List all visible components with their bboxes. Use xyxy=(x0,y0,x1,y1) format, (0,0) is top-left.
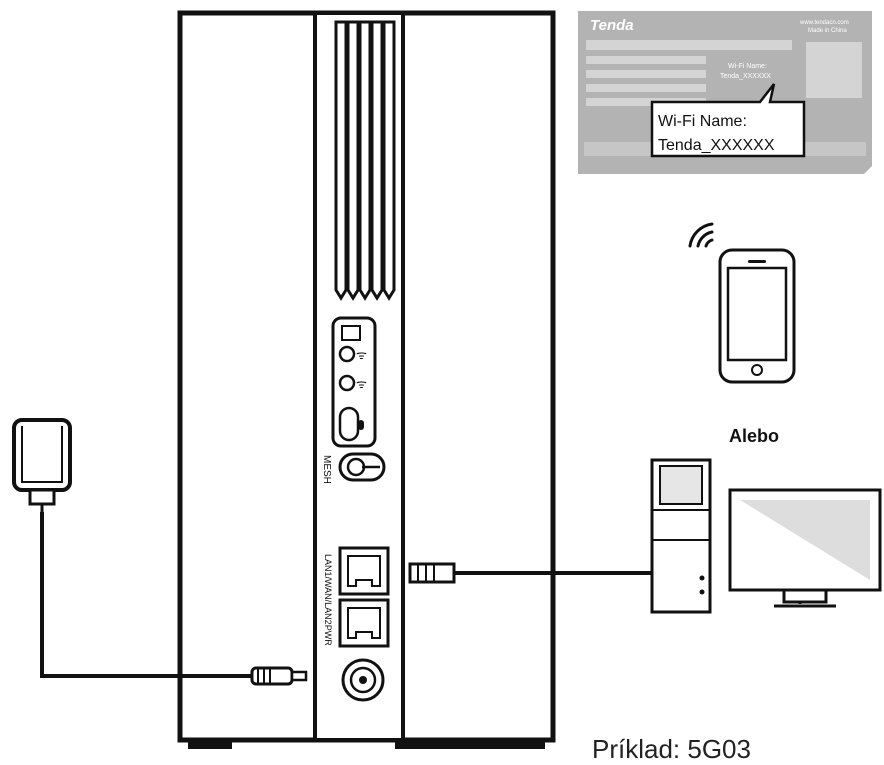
product-label: Tenda www.tendacn.com Made in China Wi-F… xyxy=(578,11,872,174)
label-header-right-1: www.tendacn.com xyxy=(799,20,849,26)
router: ᯤ ᯤ MESH LAN1/WAN/LAN2PWR xyxy=(177,10,556,749)
wifi-button[interactable] xyxy=(338,345,356,363)
monitor xyxy=(728,488,882,608)
router-vents xyxy=(334,20,396,301)
power-plug xyxy=(250,666,308,686)
label-stripe-3 xyxy=(586,70,706,78)
reset-slot xyxy=(338,406,360,442)
callout-wifi-label: Wi-Fi Name: xyxy=(658,113,747,130)
caption: Príklad: 5G03 xyxy=(592,734,751,764)
lan1-wan-port[interactable] xyxy=(338,546,390,596)
smartphone xyxy=(718,248,796,384)
label-header-right-2: Made in China xyxy=(808,28,847,34)
label-stripe-5 xyxy=(586,98,706,106)
label-qr-placeholder xyxy=(806,42,862,98)
port-label: LAN1/WAN/LAN2PWR xyxy=(323,554,333,646)
label-stripe-4 xyxy=(586,84,706,92)
power-adapter xyxy=(12,418,72,512)
callout-wifi-value: Tenda_XXXXXX xyxy=(658,137,775,154)
reset-slot-inner xyxy=(358,420,364,430)
mesh-label: MESH xyxy=(321,455,332,484)
wifi-button-icon: ᯤ xyxy=(356,348,367,362)
ethernet-plug xyxy=(408,562,456,584)
label-small-wifi-label: Wi-Fi Name: xyxy=(728,63,767,70)
label-stripe-2 xyxy=(586,56,706,64)
wifi-name-callout xyxy=(650,83,806,158)
mesh-button[interactable] xyxy=(338,452,386,482)
wps-button-icon: ᯤ xyxy=(356,377,367,391)
pc-tower xyxy=(650,458,712,614)
label-stripe-1 xyxy=(586,40,792,50)
power-cable xyxy=(40,512,252,678)
wifi-signal-icon xyxy=(688,222,714,248)
label-brand: Tenda xyxy=(590,17,634,34)
power-port[interactable] xyxy=(341,658,385,702)
or-label: Alebo xyxy=(729,426,779,446)
label-small-wifi-value: Tenda_XXXXXX xyxy=(720,73,771,80)
wps-button[interactable] xyxy=(338,374,356,392)
lan2-port[interactable] xyxy=(338,598,390,648)
sim-slot-icon xyxy=(341,325,361,341)
